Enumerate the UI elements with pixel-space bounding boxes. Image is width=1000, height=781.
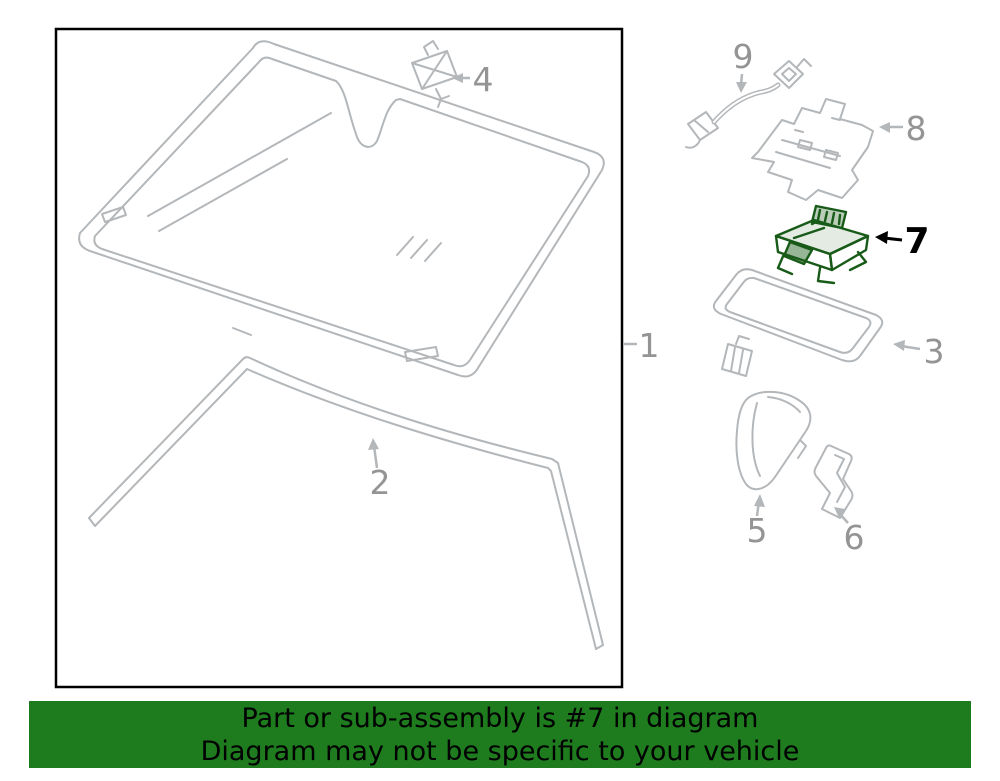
glass-reflection-line [158, 158, 288, 232]
part-2-molding [88, 356, 604, 650]
mirror-outer-edge [712, 268, 884, 363]
callout-arrowhead-6 [834, 507, 845, 518]
callout-label-8: 8 [906, 109, 927, 148]
callout-label-2: 2 [370, 463, 391, 502]
glass-hatch-marks [396, 236, 442, 262]
callout-label-5: 5 [747, 511, 768, 550]
banner-text-line2: Diagram may not be specific to your vehi… [200, 735, 800, 767]
part-7-camera-module [774, 204, 870, 285]
callout-arrowhead-9 [736, 82, 747, 93]
callout-line-2 [372, 445, 379, 469]
clip-hook [423, 40, 439, 56]
glass-reflection-line [147, 112, 332, 217]
callout-label-3: 3 [924, 332, 945, 371]
callout-arrowhead-7 [875, 231, 888, 244]
callout-7-highlighted: 7 [875, 221, 930, 262]
callout-label-7: 7 [904, 221, 929, 262]
callout-arrowhead-2 [368, 438, 379, 450]
part-1-windshield [78, 40, 605, 378]
harness-connector-right-inner [781, 67, 797, 82]
cover-inner-curve [751, 402, 761, 477]
callout-arrowhead-8 [879, 122, 890, 133]
bracket-outline [751, 98, 874, 201]
callout-6: 6 [834, 507, 865, 557]
callout-arrowhead-5 [754, 494, 765, 507]
diagram-border [54, 27, 624, 689]
module-connector-pins [816, 208, 842, 226]
harness-wire-core [713, 84, 779, 123]
bracket-slot [823, 149, 839, 161]
harness-connector-detail [693, 119, 709, 133]
part-5-mirror-cover [735, 390, 812, 491]
harness-connector-left [687, 111, 719, 141]
sensor-patch-bottom [404, 346, 439, 362]
bracket-slot [797, 139, 813, 151]
edge-tick [232, 327, 252, 336]
windshield-inner-edge [93, 56, 591, 368]
part-3-rearview-mirror [712, 268, 884, 377]
mirror-inner-edge [724, 276, 872, 354]
callout-5: 5 [747, 494, 768, 550]
cover-outline [735, 390, 812, 491]
part-4-clip [411, 40, 458, 108]
callout-4: 4 [452, 60, 494, 99]
mirror-mount-ribs [730, 346, 744, 374]
mirror-mount-tab [735, 335, 750, 345]
callout-label-4: 4 [473, 60, 494, 99]
cover-notch [797, 439, 807, 459]
module-right-face [828, 234, 870, 272]
module-mount-tabs [776, 250, 868, 285]
callout-3: 3 [893, 332, 945, 371]
windshield-outer-edge [78, 40, 605, 378]
callout-1: 1 [623, 326, 660, 365]
callout-label-1: 1 [639, 326, 660, 365]
part-6-cover-trim [813, 444, 854, 519]
bracket-detail [794, 117, 841, 133]
callout-label-6: 6 [844, 518, 865, 557]
molding-upper-line [88, 356, 604, 646]
sensor-patch-left [101, 206, 127, 223]
part-8-bracket [751, 98, 874, 201]
cover-rim [767, 396, 801, 413]
callout-9: 9 [733, 37, 754, 93]
callout-arrowhead-4 [452, 73, 463, 83]
banner-text-line1: Part or sub-assembly is #7 in diagram [241, 702, 759, 734]
trim-inner-line [834, 454, 846, 503]
module-top-detail [792, 219, 826, 240]
info-banner: Part or sub-assembly is #7 in diagram Di… [29, 701, 971, 768]
bracket-ribs [775, 139, 841, 169]
molding-end-caps [88, 517, 604, 650]
callout-label-9: 9 [733, 37, 754, 76]
callout-8: 8 [879, 109, 927, 148]
trim-outline [813, 444, 854, 519]
harness-connector-right [773, 60, 804, 89]
part-9-wiring-harness [685, 58, 812, 149]
callout-arrowhead-3 [893, 340, 905, 351]
molding-lower-line [94, 368, 597, 650]
harness-tab [796, 58, 812, 68]
module-lens-wedge [782, 240, 814, 266]
mirror-mount [721, 343, 753, 377]
clip-stem [435, 88, 450, 108]
parts-diagram: 1 2 3 4 5 6 7 [54, 27, 945, 689]
clip-cross-hatch [411, 50, 458, 90]
harness-pigtail [685, 139, 701, 149]
callout-2: 2 [368, 438, 391, 502]
